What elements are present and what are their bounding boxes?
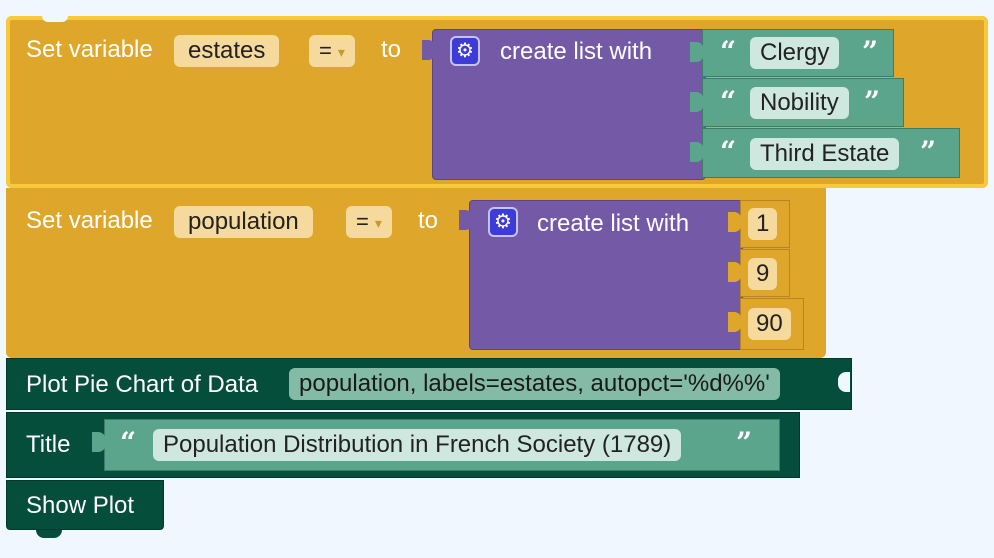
- input-connector: [690, 142, 704, 162]
- input-connector: [728, 212, 742, 232]
- text-value[interactable]: Third Estate: [750, 138, 900, 170]
- to-label: to: [418, 207, 439, 234]
- set-variable-label: Set variable: [26, 207, 153, 234]
- plot-pie-chart-label: Plot Pie Chart of Data: [26, 371, 259, 398]
- block-notch: [36, 530, 62, 538]
- input-connector: [422, 40, 436, 60]
- open-quote-icon: “: [720, 35, 737, 68]
- number-value[interactable]: 9: [748, 258, 778, 290]
- open-quote-icon: “: [120, 426, 137, 459]
- close-quote-icon: ”: [920, 135, 937, 168]
- close-quote-icon: ”: [736, 426, 753, 459]
- show-plot-label: Show Plot: [26, 492, 135, 519]
- number-value[interactable]: 90: [748, 308, 791, 340]
- variable-name-field[interactable]: population: [174, 206, 313, 238]
- text-value[interactable]: Nobility: [750, 87, 849, 119]
- output-connector: [838, 372, 850, 392]
- gear-icon[interactable]: ⚙: [450, 36, 480, 66]
- show-plot-block[interactable]: [6, 480, 164, 530]
- dropdown-arrow-icon: ▾: [374, 215, 382, 232]
- close-quote-icon: ”: [864, 85, 881, 118]
- input-connector: [92, 432, 106, 452]
- title-label: Title: [26, 431, 71, 458]
- operator-dropdown[interactable]: =▾: [346, 206, 392, 238]
- operator-value: =: [356, 209, 369, 234]
- close-quote-icon: ”: [862, 35, 879, 68]
- input-connector: [459, 210, 473, 230]
- dropdown-arrow-icon: ▾: [337, 44, 345, 61]
- title-text-value[interactable]: Population Distribution in French Societ…: [153, 429, 682, 461]
- gear-icon[interactable]: ⚙: [488, 207, 518, 237]
- variable-name-field[interactable]: estates: [174, 35, 280, 67]
- open-quote-icon: “: [720, 85, 737, 118]
- input-connector: [690, 92, 704, 112]
- open-quote-icon: “: [720, 135, 737, 168]
- plot-args-field[interactable]: population, labels=estates, autopct='%d%…: [289, 368, 780, 400]
- input-connector: [728, 262, 742, 282]
- number-value[interactable]: 1: [748, 208, 778, 240]
- to-label: to: [381, 36, 402, 63]
- block-notch: [42, 16, 68, 22]
- input-connector: [690, 42, 704, 62]
- operator-dropdown[interactable]: =▾: [309, 35, 355, 67]
- operator-value: =: [319, 38, 332, 63]
- set-variable-label: Set variable: [26, 36, 153, 63]
- create-list-label: create list with: [500, 38, 653, 65]
- text-value[interactable]: Clergy: [750, 37, 840, 69]
- create-list-label: create list with: [537, 210, 690, 237]
- input-connector: [728, 312, 742, 332]
